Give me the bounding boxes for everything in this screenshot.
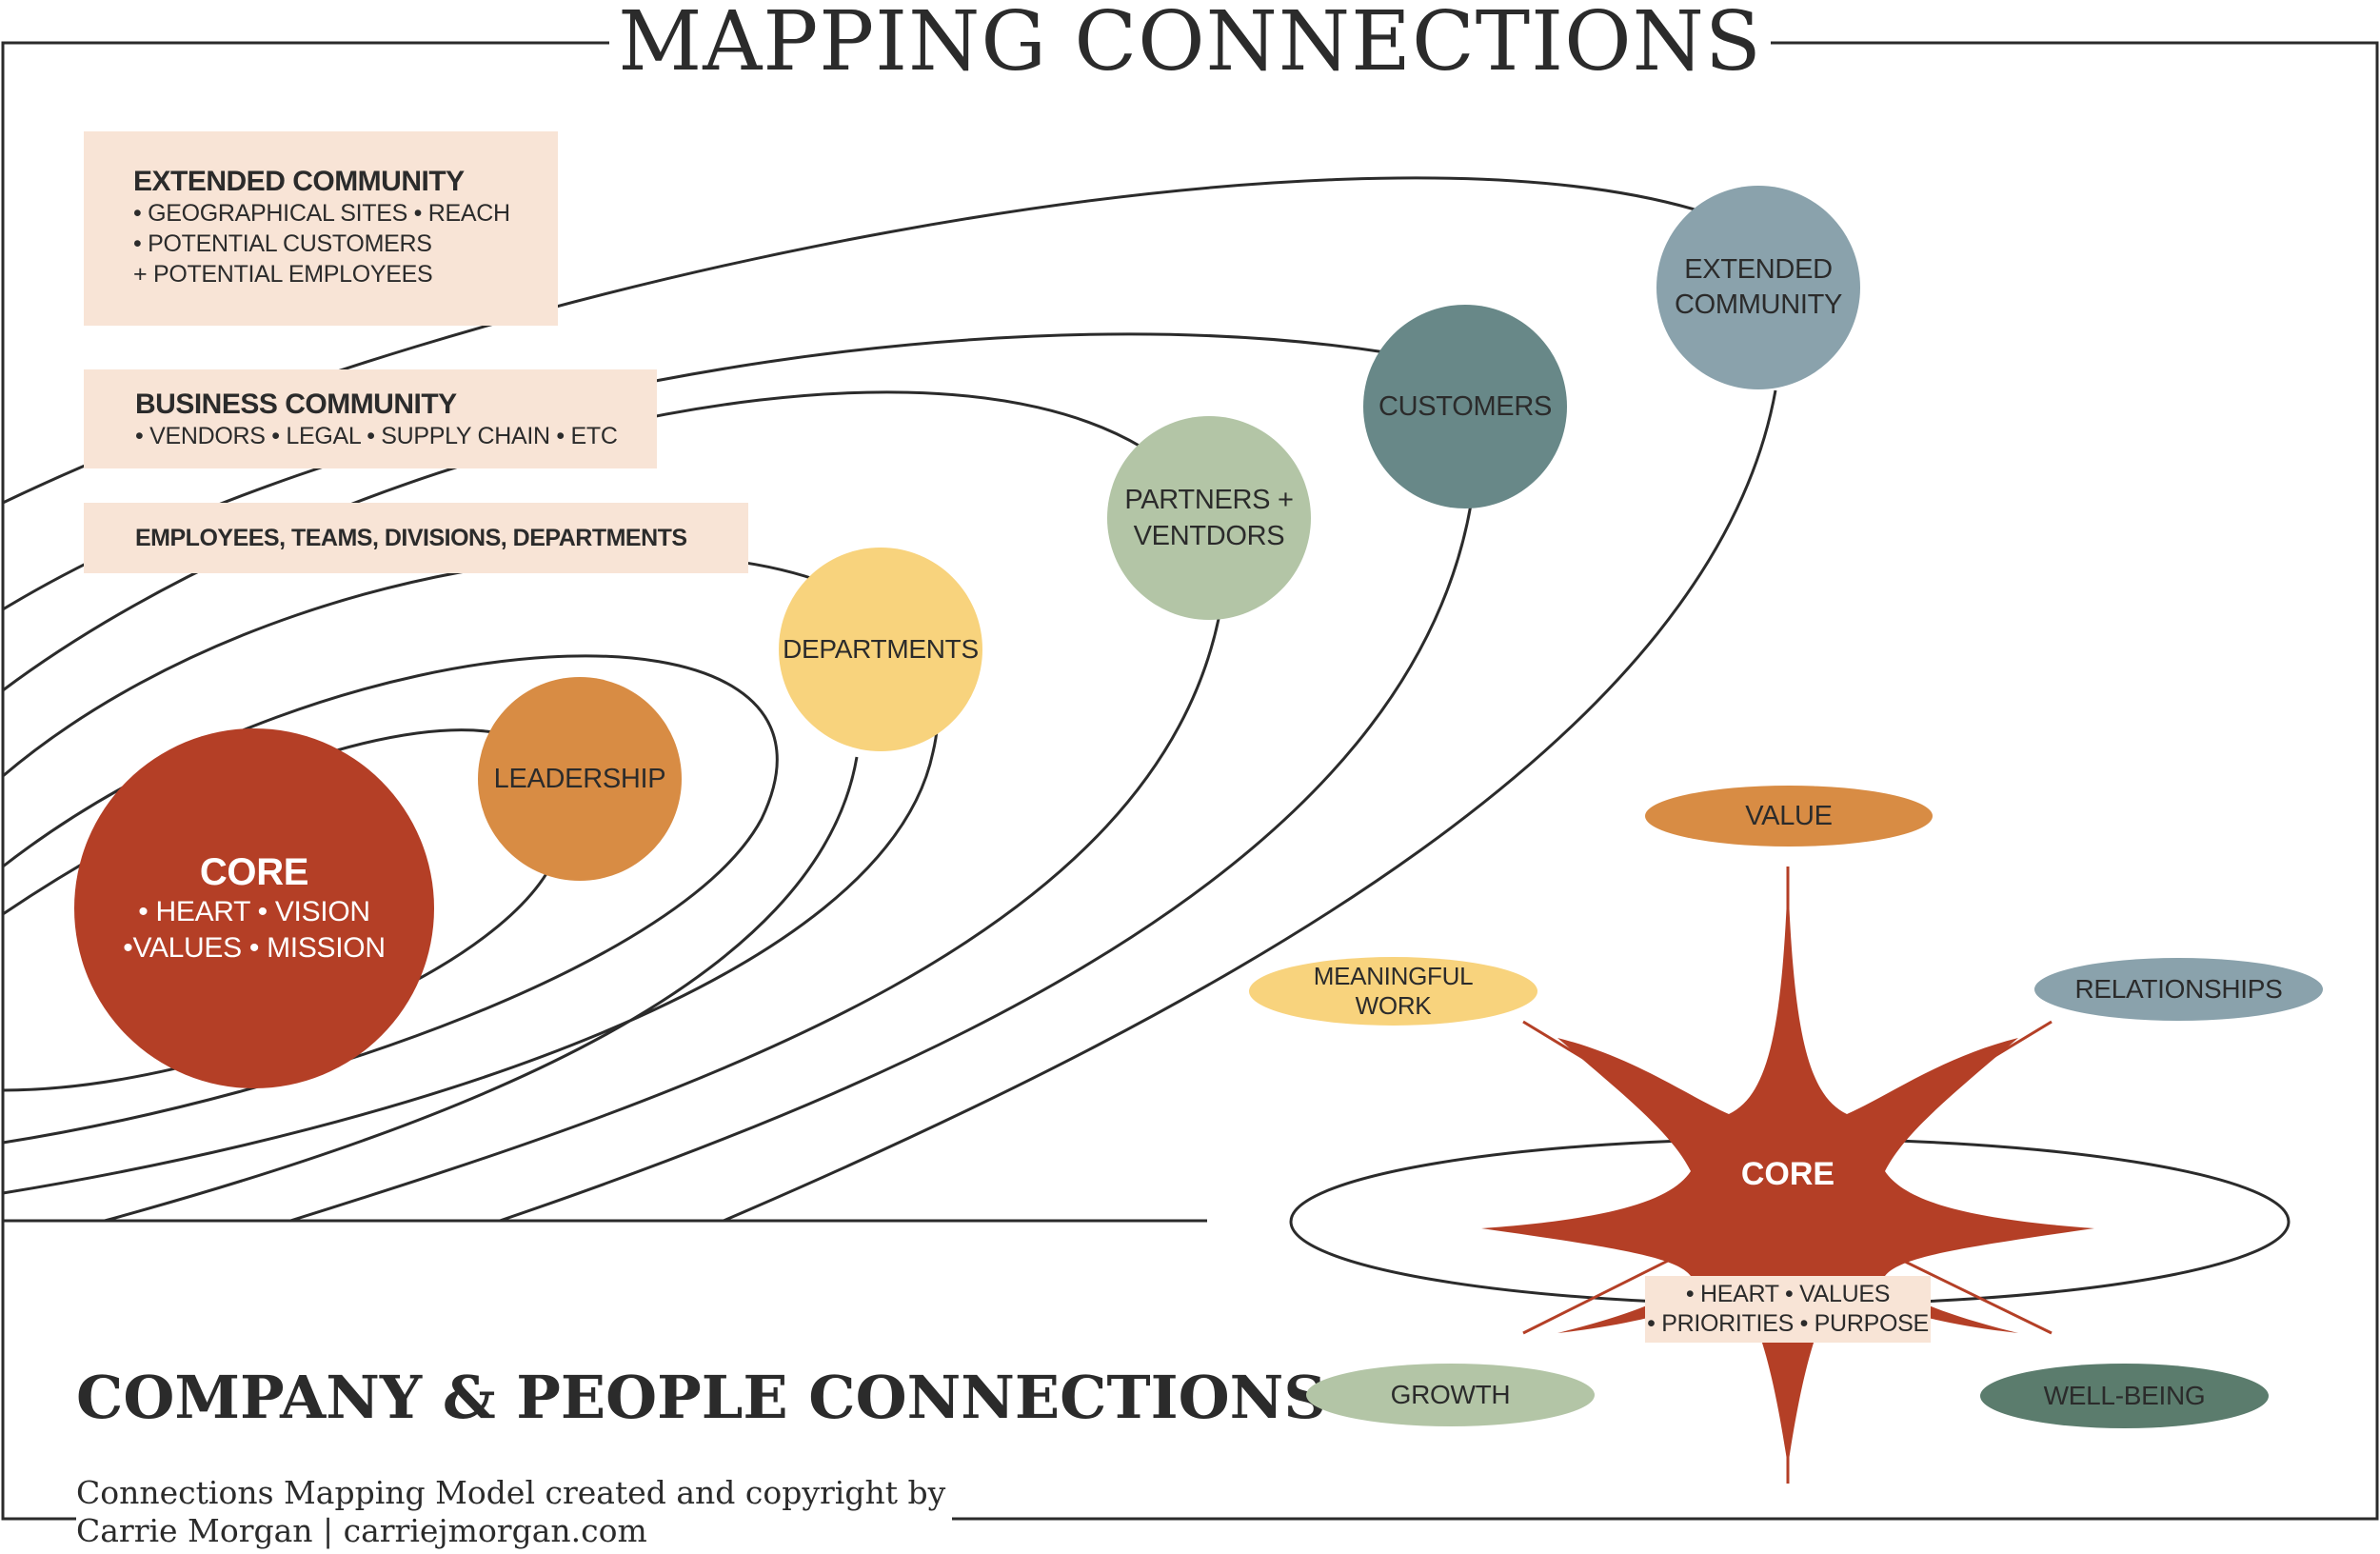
leadership-label: LEADERSHIP — [493, 763, 666, 794]
extended-community-label: EXTENDED — [1684, 254, 1833, 285]
extended-community-label: COMMUNITY — [1674, 289, 1843, 320]
node-meaningful-label: WORK — [1355, 991, 1432, 1020]
core-circle-line: • HEART • VISION — [138, 896, 370, 927]
extended-community-circle: EXTENDED COMMUNITY — [1656, 186, 1860, 389]
credit-line-1: Connections Mapping Model created and co… — [76, 1474, 946, 1511]
node-meaningful-work: MEANINGFUL WORK — [1249, 957, 1537, 1026]
diagram-subtitle: COMPANY & PEOPLE CONNECTIONS — [76, 1363, 1327, 1432]
label-extended-heading: EXTENDED COMMUNITY — [133, 166, 465, 197]
label-extended-line: • GEOGRAPHICAL SITES • REACH — [133, 200, 510, 227]
core-circle: CORE • HEART • VISION •VALUES • MISSION — [74, 728, 434, 1088]
label-extended-line: + POTENTIAL EMPLOYEES — [133, 261, 433, 288]
label-business-community: BUSINESS COMMUNITY • VENDORS • LEGAL • S… — [84, 369, 657, 468]
departments-label: DEPARTMENTS — [783, 634, 979, 664]
partners-label: VENTDORS — [1133, 521, 1285, 551]
leadership-circle: LEADERSHIP — [478, 677, 682, 881]
credit-line-2: Carrie Morgan | carriejmorgan.com — [76, 1512, 647, 1549]
label-employees-heading: EMPLOYEES, TEAMS, DIVISIONS, DEPARTMENTS — [135, 525, 687, 551]
partners-circle: PARTNERS + VENTDORS — [1107, 416, 1311, 620]
node-value: VALUE — [1645, 786, 1933, 847]
node-wellbeing-label: WELL-BEING — [2043, 1381, 2206, 1410]
label-business-line: • VENDORS • LEGAL • SUPPLY CHAIN • ETC — [135, 423, 618, 449]
partners-label: PARTNERS + — [1124, 485, 1294, 515]
star-values-line: • HEART • VALUES — [1685, 1281, 1891, 1307]
label-employees: EMPLOYEES, TEAMS, DIVISIONS, DEPARTMENTS — [84, 503, 748, 573]
core-circle-line: •VALUES • MISSION — [123, 932, 386, 964]
page-title: MAPPING CONNECTIONS — [609, 0, 1771, 90]
credit-text: Connections Mapping Model created and co… — [76, 1474, 952, 1554]
core-star-shape — [1481, 876, 2094, 1466]
star-values-box: • HEART • VALUES • PRIORITIES • PURPOSE — [1645, 1276, 1931, 1343]
node-wellbeing: WELL-BEING — [1980, 1364, 2269, 1428]
node-relationships-label: RELATIONSHIPS — [2074, 974, 2283, 1004]
core-circle-title: CORE — [199, 851, 309, 893]
label-extended-line: • POTENTIAL CUSTOMERS — [133, 230, 432, 257]
star-values-line: • PRIORITIES • PURPOSE — [1647, 1310, 1929, 1337]
node-value-label: VALUE — [1745, 800, 1833, 831]
label-extended-community: EXTENDED COMMUNITY • GEOGRAPHICAL SITES … — [84, 131, 558, 326]
frame-border — [1, 41, 2379, 1521]
star-core-label: CORE — [1740, 1156, 1835, 1192]
label-business-heading: BUSINESS COMMUNITY — [135, 388, 457, 420]
departments-circle: DEPARTMENTS — [779, 548, 982, 751]
node-growth: GROWTH — [1306, 1364, 1595, 1426]
node-relationships: RELATIONSHIPS — [2034, 958, 2323, 1021]
customers-label: CUSTOMERS — [1378, 390, 1553, 422]
customers-circle: CUSTOMERS — [1363, 305, 1567, 508]
node-meaningful-label: MEANINGFUL — [1313, 962, 1474, 990]
node-growth-label: GROWTH — [1390, 1380, 1511, 1409]
